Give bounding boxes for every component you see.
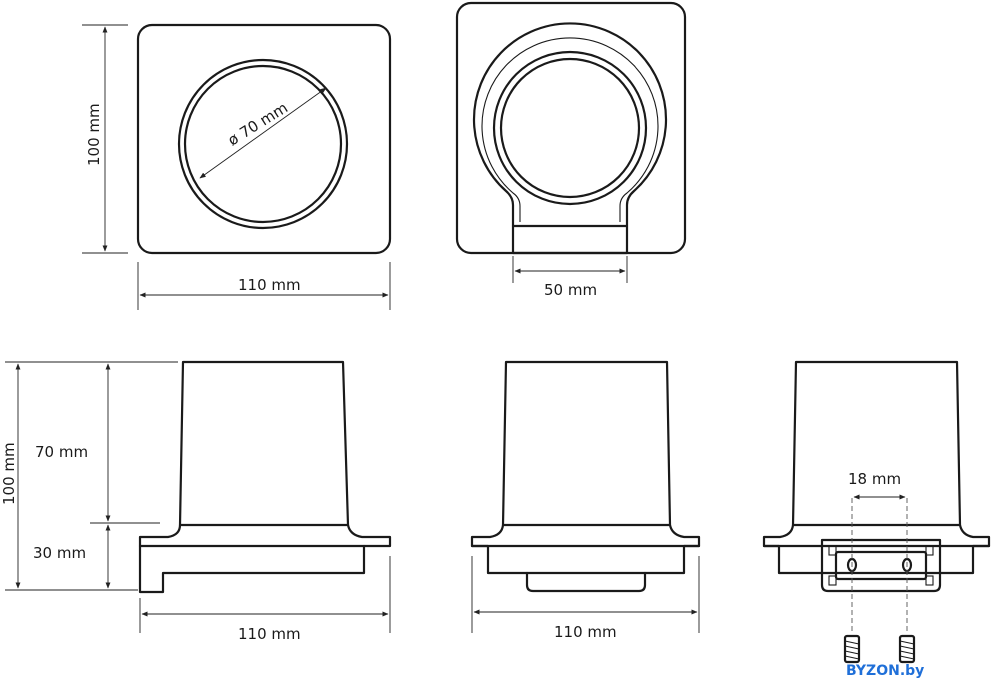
- side-width-label: 110 mm: [238, 625, 301, 643]
- watermark-logo: BYZON.by: [846, 663, 924, 679]
- top-width-dimension: 110 mm: [137, 262, 391, 310]
- front-width-label: 110 mm: [554, 623, 617, 641]
- bracket-width-dimension: 50 mm: [512, 256, 628, 299]
- top-view-ring: ø 70 mm: [136, 23, 392, 255]
- screw-spacing-dimension: 18 mm: [848, 470, 908, 632]
- back-view: [455, 1, 687, 255]
- bracket-width-label: 50 mm: [544, 281, 597, 299]
- side-total-height-label: 100 mm: [0, 442, 18, 505]
- front-width-dimension: 110 mm: [471, 556, 700, 641]
- screw-left-icon: [843, 634, 861, 664]
- screw-spacing-label: 18 mm: [848, 470, 901, 488]
- side-upper-height-label: 70 mm: [35, 443, 88, 461]
- top-height-label: 100 mm: [85, 103, 103, 166]
- side-height-dimensions: 100 mm 70 mm 30 mm: [0, 361, 178, 591]
- front-view: [470, 360, 701, 593]
- top-width-label: 110 mm: [238, 276, 301, 294]
- top-height-dimension: 100 mm: [82, 24, 128, 254]
- side-view: [138, 360, 392, 594]
- ring-diameter-label: ø 70 mm: [225, 99, 291, 150]
- side-width-dimension: 110 mm: [139, 556, 391, 643]
- side-base-height-label: 30 mm: [33, 544, 86, 562]
- screw-right-icon: [898, 634, 916, 664]
